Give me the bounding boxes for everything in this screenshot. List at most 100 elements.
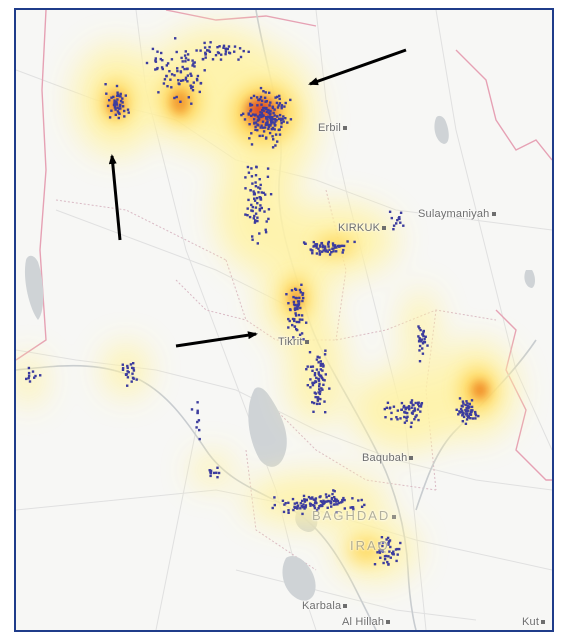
event-point bbox=[251, 235, 254, 238]
event-point bbox=[257, 116, 260, 119]
event-point bbox=[332, 250, 335, 253]
event-point bbox=[266, 123, 269, 126]
event-point bbox=[319, 364, 322, 367]
event-point bbox=[455, 408, 458, 411]
event-point bbox=[419, 340, 423, 343]
event-point bbox=[249, 110, 252, 113]
event-point bbox=[154, 60, 158, 63]
event-point bbox=[466, 402, 469, 405]
event-point bbox=[118, 94, 121, 98]
event-point bbox=[474, 412, 477, 415]
event-point bbox=[307, 495, 311, 499]
event-point bbox=[116, 106, 119, 109]
event-point bbox=[115, 84, 119, 88]
event-point bbox=[121, 97, 124, 100]
event-point bbox=[293, 502, 296, 505]
event-point bbox=[296, 300, 300, 303]
event-point bbox=[203, 69, 206, 72]
event-point bbox=[466, 412, 469, 416]
event-point bbox=[325, 496, 328, 499]
city-dot bbox=[491, 212, 496, 217]
event-point bbox=[269, 193, 273, 196]
event-point bbox=[176, 69, 179, 73]
event-point bbox=[324, 250, 327, 253]
event-point bbox=[265, 117, 268, 120]
event-point bbox=[275, 119, 278, 122]
event-point bbox=[396, 409, 399, 412]
event-point bbox=[273, 122, 276, 125]
event-point bbox=[189, 72, 192, 75]
event-point bbox=[268, 131, 272, 135]
event-point bbox=[165, 74, 168, 78]
event-point bbox=[297, 313, 301, 317]
arrow-northwest bbox=[108, 154, 122, 241]
event-point bbox=[286, 121, 289, 124]
event-point bbox=[276, 106, 280, 109]
arrow-center bbox=[175, 331, 258, 348]
event-point bbox=[311, 496, 314, 499]
city-label-baqubah: Baqubah bbox=[362, 452, 414, 464]
event-point bbox=[322, 365, 325, 368]
event-point bbox=[342, 496, 345, 500]
event-point bbox=[373, 563, 377, 566]
event-point bbox=[259, 95, 263, 99]
event-point bbox=[273, 108, 276, 111]
event-point bbox=[248, 215, 252, 219]
event-point bbox=[287, 509, 290, 512]
event-point bbox=[333, 499, 336, 503]
event-point bbox=[160, 66, 164, 69]
event-point bbox=[406, 411, 409, 415]
event-point bbox=[254, 181, 257, 184]
event-point bbox=[301, 512, 304, 516]
event-point bbox=[386, 401, 390, 404]
event-point bbox=[279, 117, 283, 120]
event-point bbox=[121, 105, 125, 108]
event-point bbox=[341, 251, 344, 254]
event-point bbox=[132, 362, 135, 365]
event-point bbox=[402, 404, 406, 408]
event-point bbox=[104, 83, 107, 86]
western-salt-flats bbox=[24, 255, 44, 320]
event-point bbox=[395, 416, 398, 419]
event-point bbox=[261, 134, 264, 137]
event-point bbox=[198, 428, 201, 432]
heatmap-map[interactable] bbox=[16, 10, 552, 630]
event-point bbox=[381, 544, 384, 548]
event-point bbox=[272, 111, 275, 115]
event-point bbox=[320, 504, 323, 508]
event-point bbox=[181, 60, 184, 63]
event-point bbox=[34, 374, 37, 378]
event-point bbox=[113, 103, 117, 106]
event-point bbox=[315, 508, 319, 512]
event-point bbox=[222, 46, 225, 49]
event-point bbox=[389, 545, 392, 549]
event-point bbox=[187, 96, 190, 99]
event-point bbox=[207, 49, 210, 52]
event-point bbox=[165, 64, 168, 67]
event-point bbox=[314, 497, 318, 500]
event-point bbox=[302, 296, 305, 300]
event-point bbox=[400, 401, 404, 405]
event-point bbox=[163, 78, 167, 81]
event-point bbox=[119, 99, 123, 103]
event-point bbox=[184, 57, 188, 60]
event-point bbox=[298, 333, 302, 336]
event-point bbox=[405, 406, 408, 410]
event-point bbox=[392, 224, 396, 227]
event-point bbox=[313, 372, 317, 375]
event-point bbox=[166, 85, 169, 88]
event-point bbox=[294, 314, 298, 317]
event-point bbox=[264, 100, 267, 103]
event-point bbox=[220, 53, 223, 56]
event-point bbox=[302, 338, 305, 341]
event-point bbox=[219, 58, 223, 61]
event-point bbox=[410, 399, 414, 402]
event-point bbox=[247, 171, 251, 174]
event-point bbox=[260, 103, 263, 106]
event-point bbox=[312, 401, 316, 405]
event-point bbox=[270, 128, 273, 131]
event-point bbox=[382, 561, 385, 565]
event-point bbox=[385, 538, 388, 541]
event-point bbox=[423, 338, 426, 341]
event-point bbox=[253, 199, 257, 202]
